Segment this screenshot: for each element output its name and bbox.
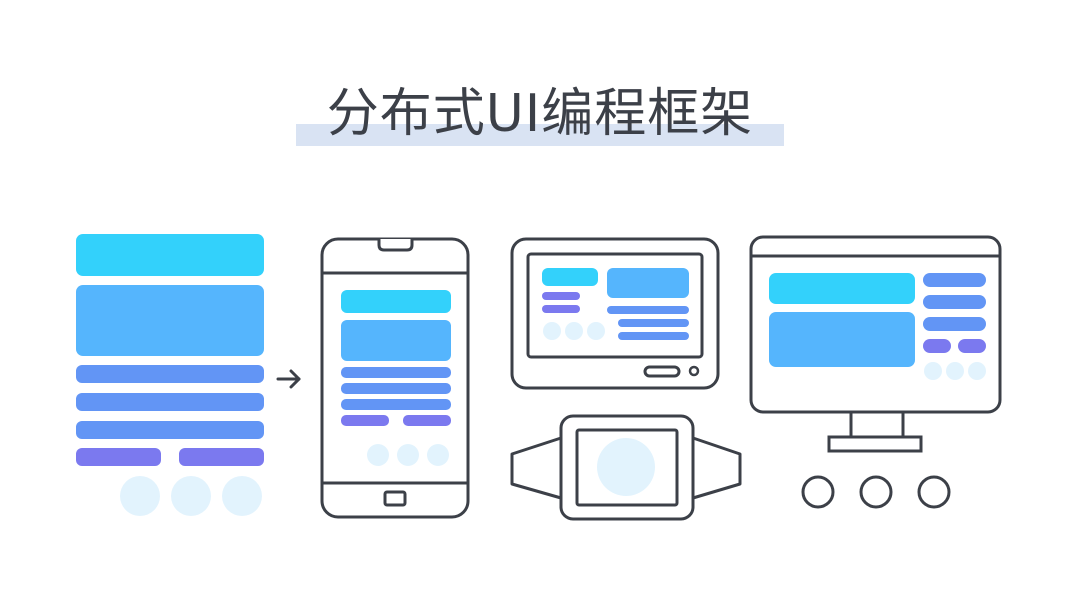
layout-list-bar-1 xyxy=(76,365,264,383)
layout-action-right xyxy=(179,448,264,466)
layout-dot-1 xyxy=(120,476,160,516)
tablet-screen-content xyxy=(542,268,689,340)
layout-list-bar-3 xyxy=(76,421,264,439)
monitor-dot-1 xyxy=(801,475,835,509)
layout-content-block xyxy=(76,285,264,356)
monitor-dot-3 xyxy=(917,475,951,509)
layout-dot-3 xyxy=(222,476,262,516)
page-title: 分布式UI编程框架 xyxy=(326,84,754,144)
monitor-screen-content xyxy=(769,273,986,380)
smartwatch-icon xyxy=(510,414,742,521)
ui-layout-wireframe xyxy=(76,234,264,516)
watch-screen-dot xyxy=(597,438,655,496)
layout-dot-2 xyxy=(171,476,211,516)
monitor-dot-2 xyxy=(859,475,893,509)
phone-screen-content xyxy=(341,290,451,466)
arrow-right-icon xyxy=(276,369,301,389)
title-area: 分布式UI编程框架 xyxy=(0,78,1080,158)
title-highlight-bar xyxy=(296,124,784,146)
layout-list-bar-2 xyxy=(76,393,264,411)
layout-header-block xyxy=(76,234,264,276)
layout-action-left xyxy=(76,448,161,466)
